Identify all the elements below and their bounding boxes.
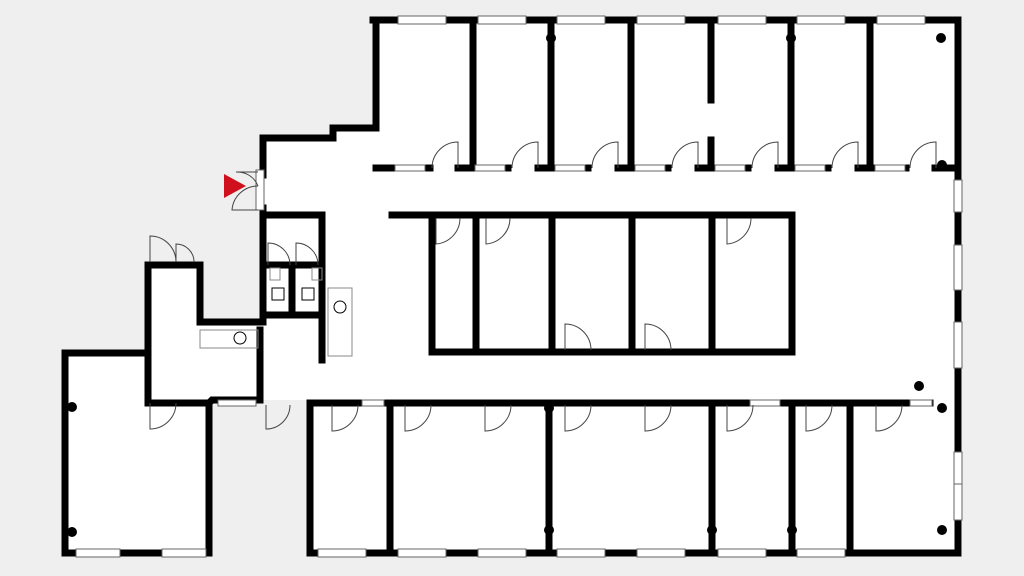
door	[435, 217, 461, 245]
door	[644, 404, 672, 432]
door	[404, 404, 432, 432]
window	[953, 483, 963, 521]
window	[397, 15, 447, 25]
door	[591, 141, 619, 169]
door	[265, 404, 291, 430]
door	[149, 402, 177, 430]
window	[217, 399, 257, 407]
door	[485, 217, 511, 245]
window	[874, 164, 906, 172]
window	[953, 451, 963, 485]
window	[876, 15, 926, 25]
window	[953, 179, 963, 213]
entrance-door	[235, 171, 259, 187]
door	[564, 404, 592, 432]
window	[361, 399, 385, 407]
door	[149, 235, 177, 263]
door	[805, 404, 833, 432]
window	[717, 548, 767, 558]
window	[909, 399, 933, 407]
entrance-arrow-icon	[224, 174, 246, 198]
door	[671, 141, 699, 169]
window	[636, 15, 686, 25]
window	[636, 548, 686, 558]
window	[794, 164, 826, 172]
windows	[75, 15, 963, 558]
door	[726, 404, 754, 432]
window	[75, 548, 121, 558]
window	[714, 164, 746, 172]
window	[161, 548, 207, 558]
window	[796, 15, 846, 25]
restroom-fixtures	[199, 267, 353, 357]
window	[796, 548, 846, 558]
door	[875, 404, 903, 432]
window	[717, 15, 767, 25]
door	[295, 242, 319, 266]
columns	[67, 33, 947, 537]
door	[564, 323, 592, 351]
door	[484, 404, 512, 432]
window	[477, 15, 527, 25]
window	[477, 548, 527, 558]
door	[511, 141, 539, 169]
entrance-door	[231, 185, 259, 211]
window	[953, 321, 963, 369]
window	[749, 399, 781, 407]
building-floor	[62, 17, 962, 556]
door	[644, 323, 672, 351]
door	[726, 217, 752, 245]
window	[556, 15, 606, 25]
door	[331, 404, 359, 432]
window	[554, 164, 586, 172]
door	[909, 141, 937, 169]
window	[474, 164, 506, 172]
window	[634, 164, 666, 172]
entrance-door-frame	[255, 169, 265, 211]
window	[397, 548, 447, 558]
doors	[149, 141, 937, 432]
door	[751, 141, 779, 169]
window	[394, 164, 426, 172]
window	[317, 548, 367, 558]
door	[831, 141, 859, 169]
door	[175, 243, 195, 263]
window	[556, 548, 606, 558]
door	[431, 141, 459, 169]
window	[953, 244, 963, 291]
door	[267, 242, 291, 266]
